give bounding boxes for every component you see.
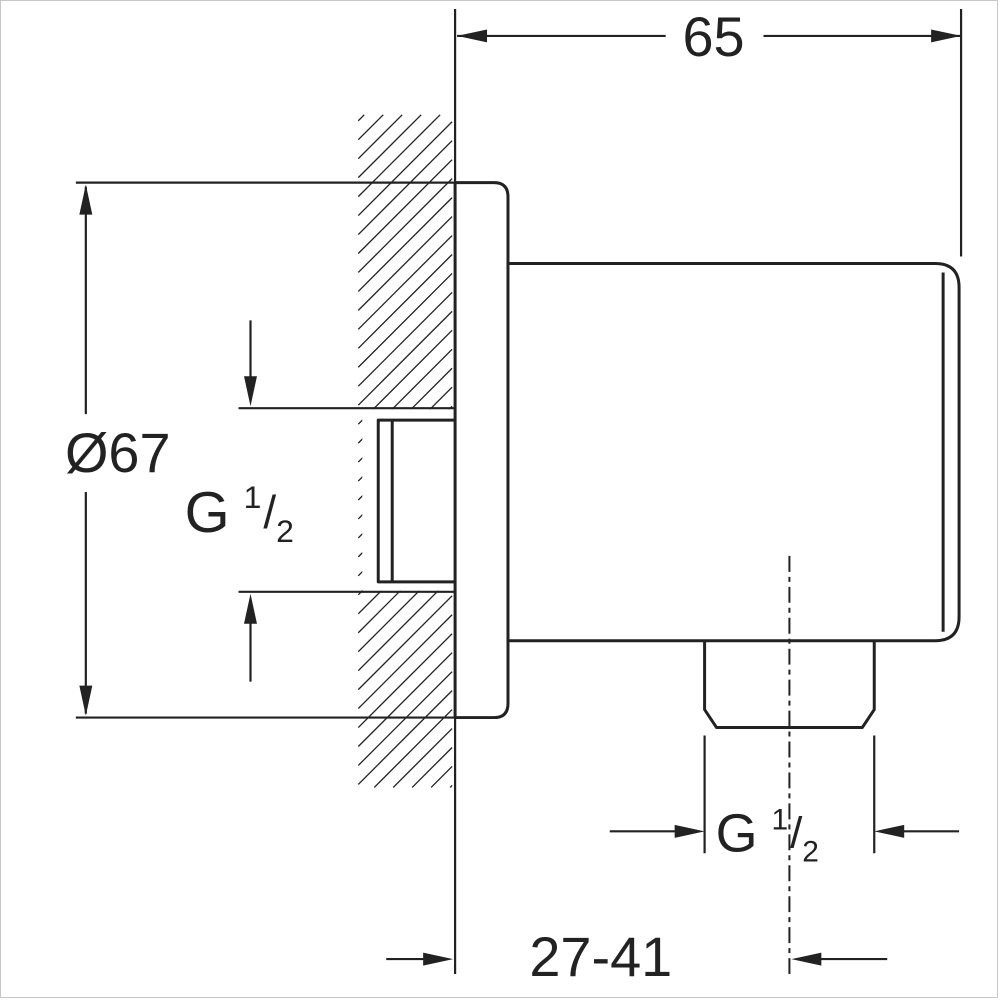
hatch-line <box>357 652 453 747</box>
hatch-line <box>357 121 453 217</box>
depth-label: 27-41 <box>529 925 672 988</box>
arrowhead-right <box>423 952 454 966</box>
hatch-line <box>357 633 453 729</box>
hatch-line <box>392 728 453 788</box>
arrowhead-right <box>674 824 705 838</box>
arrowhead-left <box>791 952 822 966</box>
hatch-line <box>357 291 453 387</box>
dimension-depth-27-41: 27-41 <box>386 925 888 988</box>
inlet-thread-socket <box>376 418 456 584</box>
hatch-line <box>430 766 453 788</box>
hatch-line <box>357 254 453 349</box>
union-body <box>506 261 961 643</box>
diameter-label: Ø67 <box>65 421 171 484</box>
arrowhead-up <box>79 184 93 215</box>
hatch-line <box>411 747 453 788</box>
arrowhead-down <box>79 685 93 716</box>
hatch-line <box>357 272 453 368</box>
arrowhead-down <box>244 376 257 407</box>
width-label: 65 <box>682 5 744 68</box>
hatch-line <box>357 140 453 235</box>
hatch-line <box>357 216 453 311</box>
hatch-line <box>373 709 453 788</box>
hatch-line <box>357 114 384 141</box>
thread-notch <box>362 409 454 591</box>
hatch-line <box>357 690 453 785</box>
arrowhead-right <box>931 29 962 43</box>
hatch-line <box>357 614 453 710</box>
dimension-diameter-67: Ø67 <box>65 181 459 719</box>
hatch-line <box>357 310 453 406</box>
hatch-line <box>357 235 453 330</box>
hatch-line <box>357 178 453 273</box>
hatch-line <box>357 595 453 691</box>
arrowhead-left <box>457 29 488 43</box>
hatch-line <box>449 784 453 788</box>
hatch-line <box>357 114 403 160</box>
escutcheon-plate <box>453 181 510 720</box>
hatch-line <box>357 114 365 122</box>
dimension-width-65: 65 <box>457 5 963 257</box>
hatch-line <box>357 159 453 254</box>
hatch-line <box>357 114 422 179</box>
arrowhead-left <box>874 824 905 838</box>
arrowhead-up <box>244 593 257 624</box>
hatch-line <box>357 197 453 292</box>
